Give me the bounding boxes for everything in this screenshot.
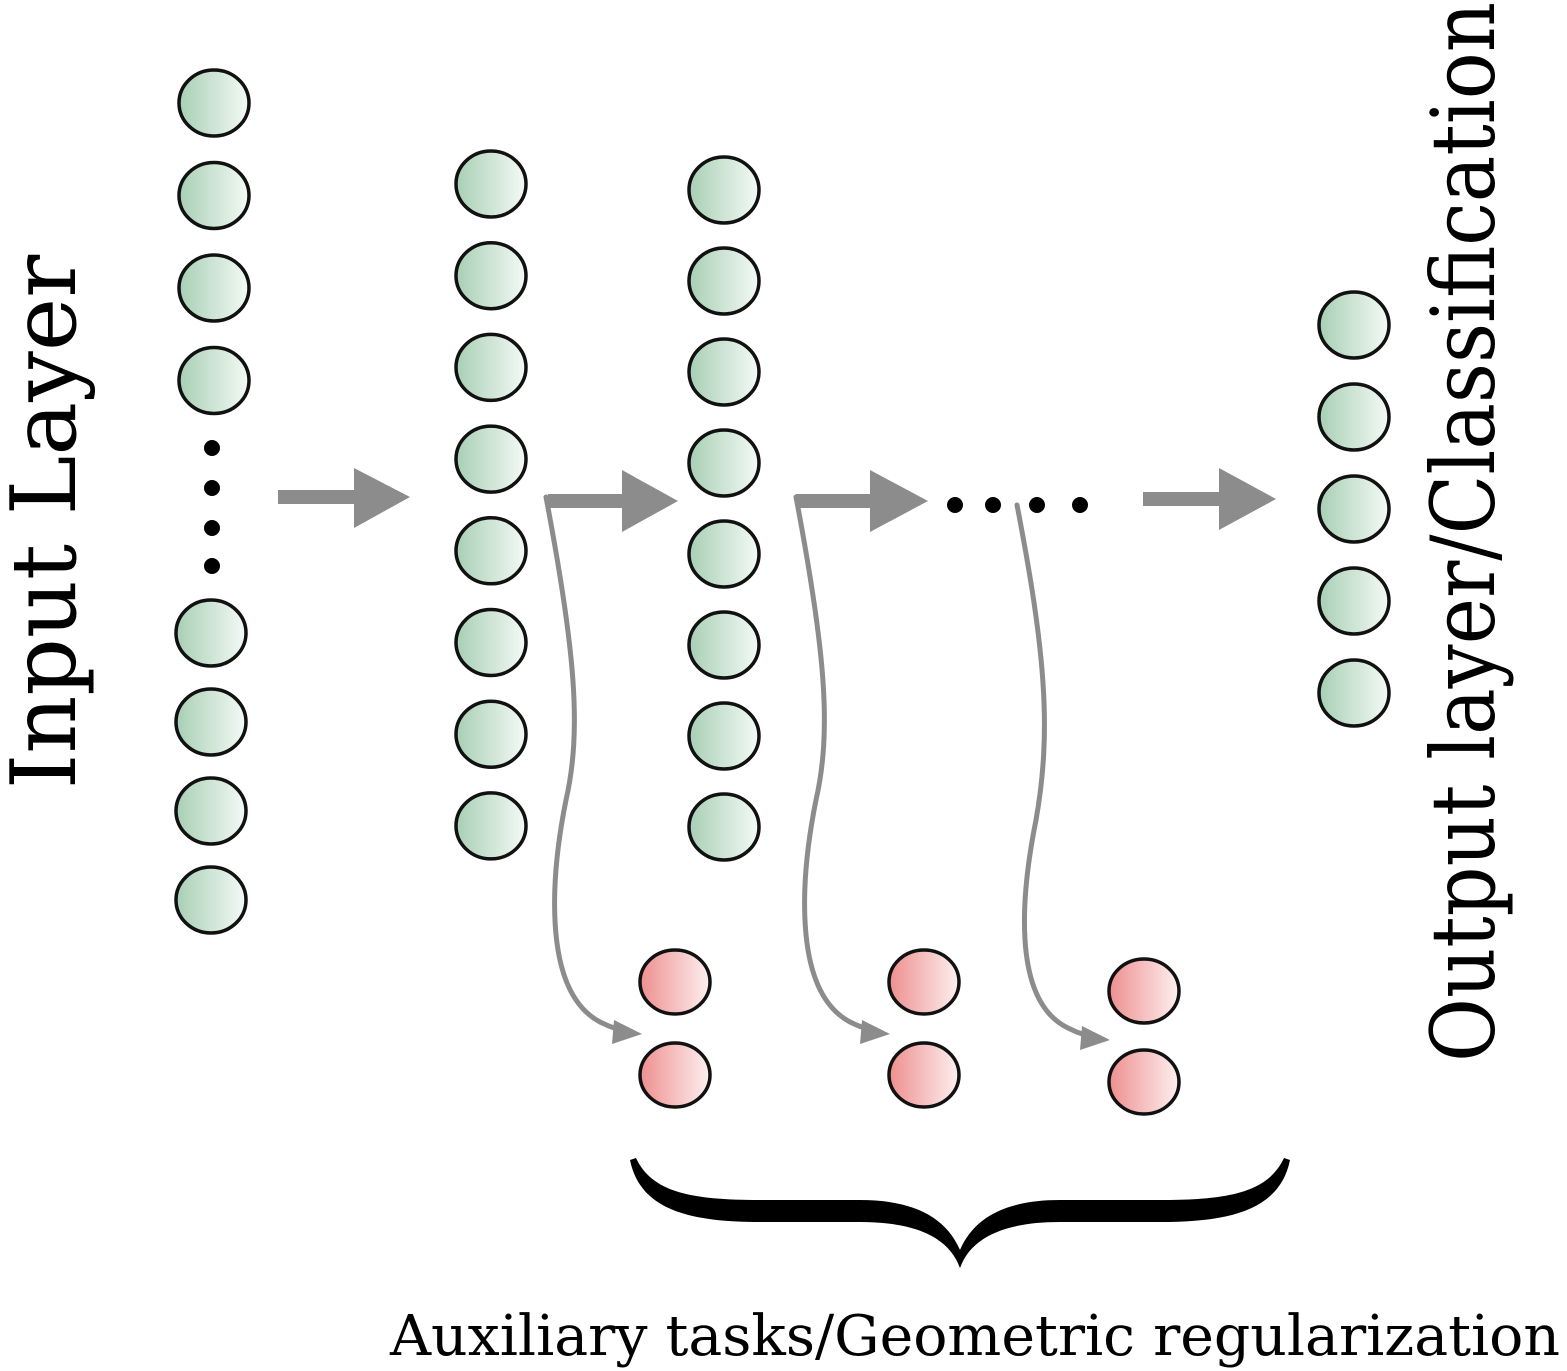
auxiliary-node	[887, 948, 961, 1016]
output-node	[1317, 474, 1391, 544]
input-layer-nodes	[174, 68, 251, 935]
auxiliary-arrowheads	[612, 1020, 1110, 1050]
auxiliary-node	[1107, 1048, 1181, 1116]
auxiliary-nodes	[638, 948, 1181, 1116]
hidden-2-node	[687, 155, 761, 225]
hidden-layer-1-nodes	[454, 149, 528, 861]
output-node	[1317, 658, 1391, 728]
arrow-h2-to-ellipsis	[796, 470, 928, 532]
hidden-1-node	[454, 607, 528, 678]
hidden-2-node	[687, 428, 761, 498]
hidden-1-node	[454, 332, 528, 403]
hidden-2-node	[687, 246, 761, 316]
input-node	[177, 160, 251, 231]
hidden-2-node	[687, 792, 761, 862]
input-node	[174, 598, 248, 668]
input-node	[174, 776, 248, 846]
input-node	[177, 68, 251, 138]
input-node	[177, 253, 251, 323]
hidden-2-node	[687, 519, 761, 589]
auxiliary-node	[887, 1041, 961, 1109]
hidden-layer-2-nodes	[687, 155, 761, 862]
auxiliary-node	[638, 1041, 712, 1109]
hidden-1-node	[454, 149, 528, 219]
hidden-2-node	[687, 610, 761, 680]
output-node	[1317, 290, 1391, 360]
input-node	[174, 687, 248, 757]
output-layer-label: Output layer/Classification	[1412, 2, 1515, 1062]
hidden-1-node	[454, 699, 528, 769]
hidden-2-node	[687, 701, 761, 771]
auxiliary-arrows	[543, 494, 1099, 1041]
input-layer-label: Input Layer	[0, 254, 97, 789]
hidden-1-node	[454, 424, 528, 494]
input-node	[174, 865, 248, 935]
auxiliary-node	[1107, 957, 1181, 1025]
auxiliary-tasks-label: Auxiliary tasks/Geometric regularization	[389, 1304, 1560, 1369]
aux-arrow-2	[793, 494, 879, 1035]
hidden-1-node	[454, 516, 528, 586]
curly-brace	[630, 1158, 1290, 1268]
output-layer-nodes	[1317, 290, 1391, 728]
forward-arrows	[278, 468, 1276, 532]
input-ellipsis	[204, 440, 220, 574]
output-node	[1317, 382, 1391, 452]
hidden-2-node	[687, 337, 761, 407]
hidden-1-node	[454, 240, 528, 311]
auxiliary-node	[638, 948, 712, 1016]
hidden-1-node	[454, 791, 528, 861]
input-node	[177, 345, 251, 416]
arrow-ellipsis-to-output	[1143, 468, 1276, 530]
aux-arrow-3	[1014, 502, 1099, 1041]
output-node	[1317, 566, 1391, 636]
aux-arrow-1	[543, 494, 631, 1035]
arrow-h1-to-h2	[548, 470, 678, 532]
arrow-input-to-h1	[278, 468, 410, 528]
hidden-ellipsis	[947, 497, 1088, 513]
